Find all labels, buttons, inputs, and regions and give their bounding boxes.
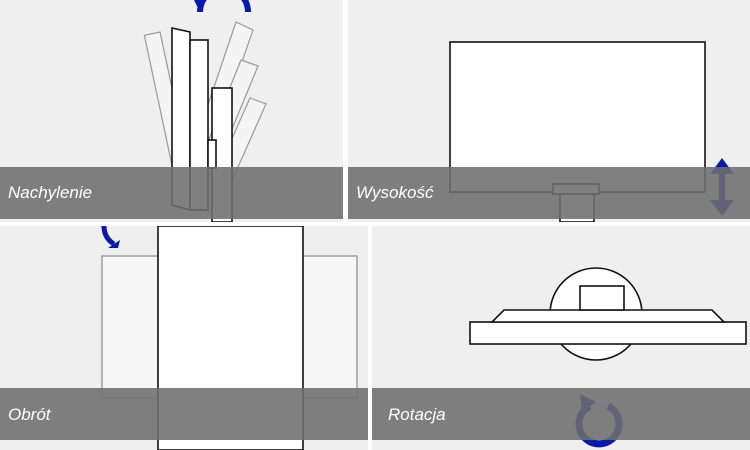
tilt-label-band: [0, 167, 343, 219]
rotate-arrowhead-icon: [194, 0, 206, 12]
swivel-panel: Obrót: [0, 226, 368, 450]
pivot-illustration: [469, 267, 747, 448]
swivel-label-band: [0, 388, 368, 440]
height-label-band: [348, 167, 750, 219]
height-label: Wysokość: [356, 183, 434, 202]
rotate-arrow-icon: [197, 0, 251, 13]
tilt-label: Nachylenie: [8, 183, 93, 202]
swivel-label: Obrót: [8, 405, 51, 424]
curved-arrowhead-icon: [108, 240, 120, 248]
pivot-label: Rotacja: [388, 405, 446, 424]
pivot-label-band: [372, 388, 750, 440]
curved-arrow-icon: [101, 226, 116, 247]
tilt-illustration: [143, 0, 267, 222]
pivot-panel: Rotacja: [372, 226, 750, 450]
tilt-panel: Nachylenie: [0, 0, 343, 222]
pivot-monitor-top-view: [469, 267, 747, 361]
height-panel: Wysokość: [348, 0, 750, 222]
